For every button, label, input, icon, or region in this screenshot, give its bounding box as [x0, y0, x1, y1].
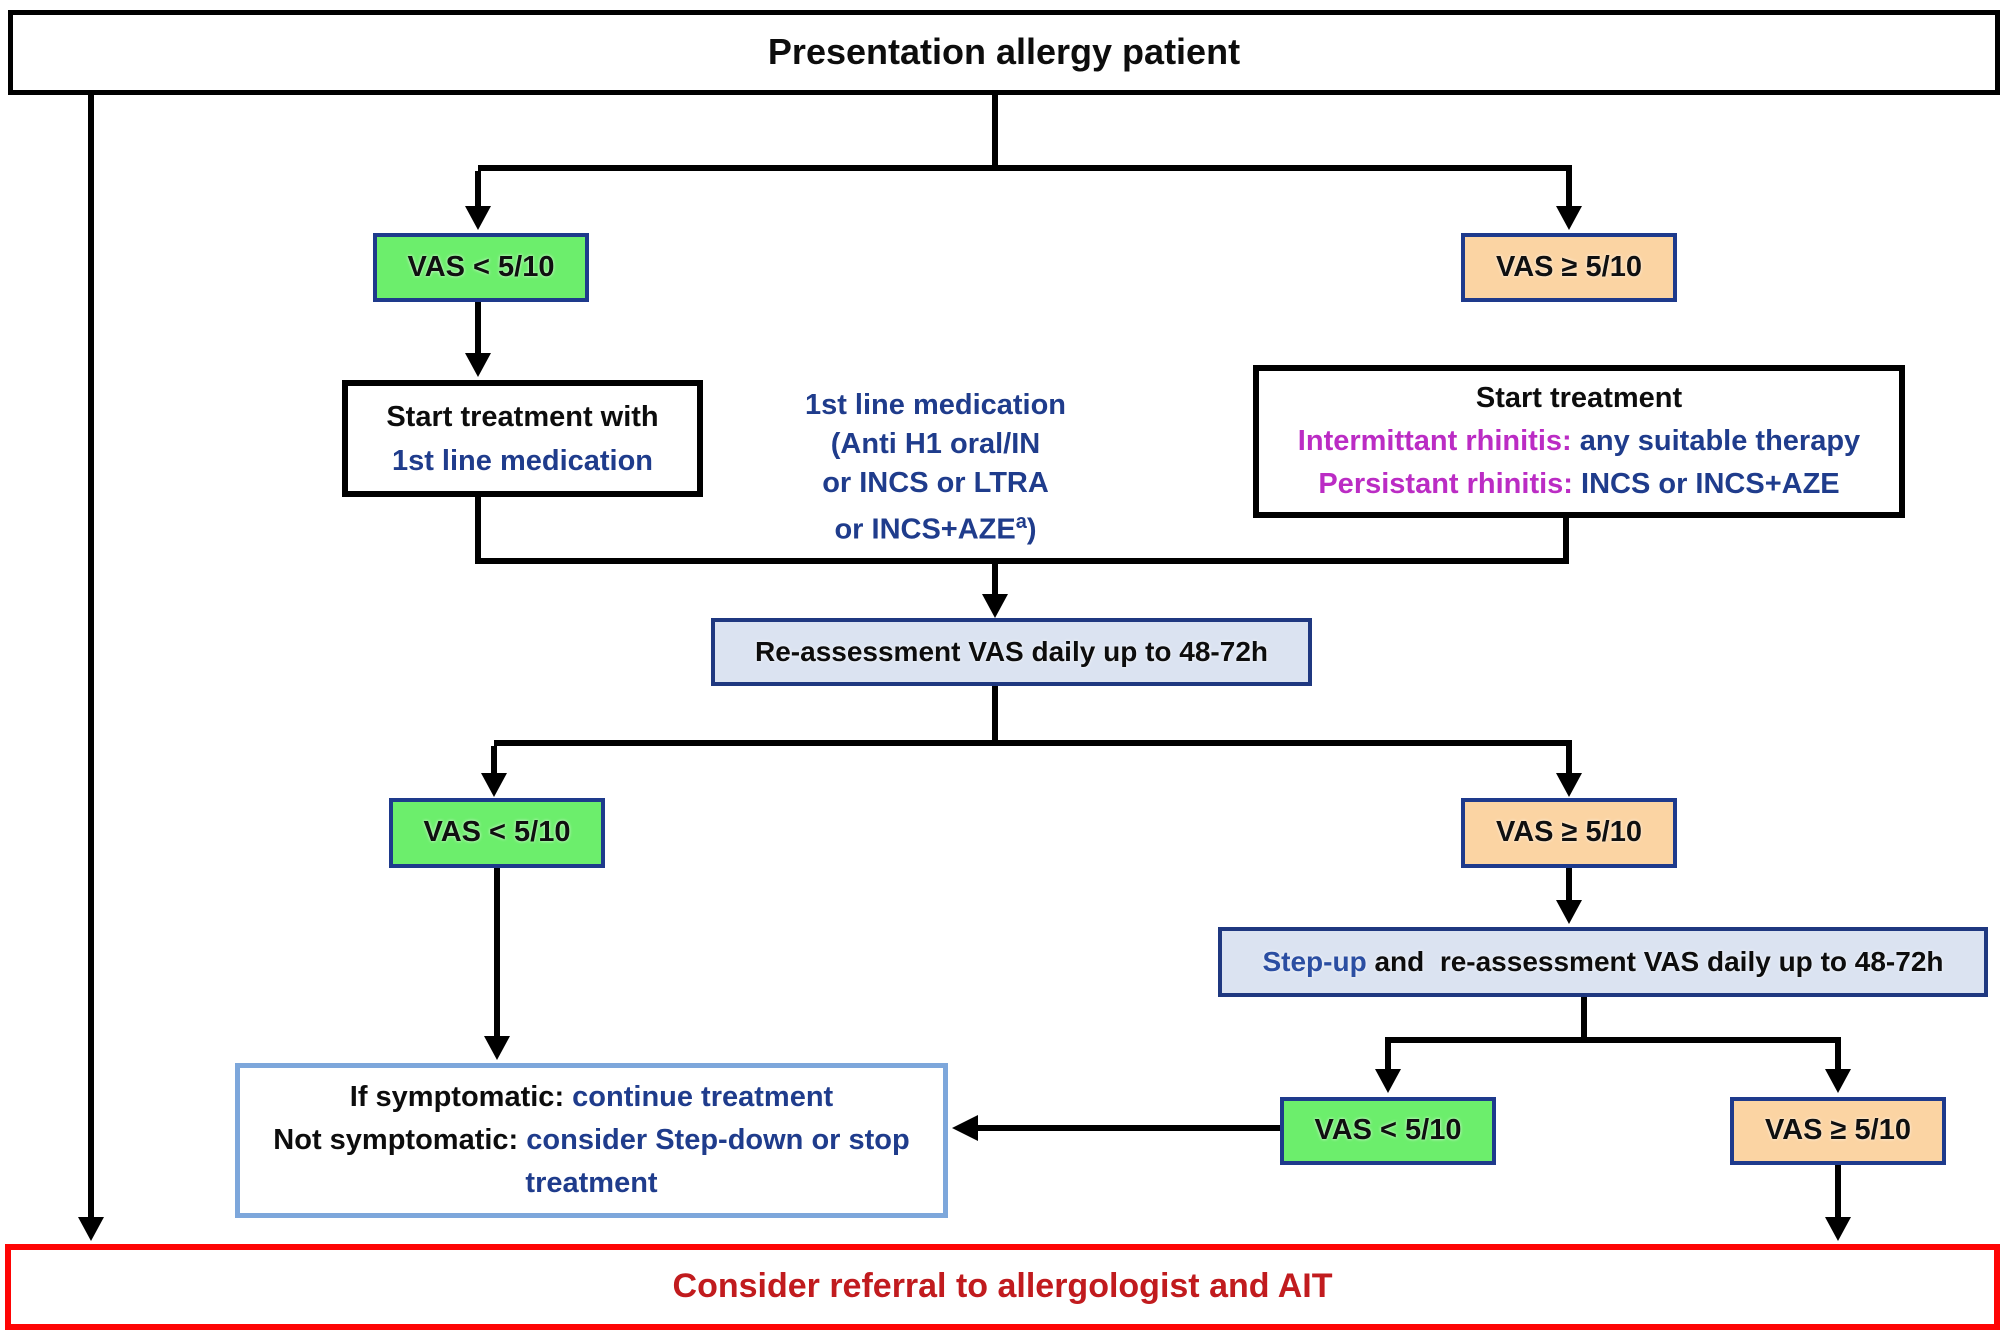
arrowhead-vashigh3-referral: [1825, 1217, 1851, 1241]
connector-vashigh2-stepup: [1566, 868, 1572, 901]
persistent-label: Persistant rhinitis:: [1318, 468, 1573, 500]
arrowhead-to-reassess: [982, 594, 1008, 618]
connector-vaslow2-ifsym: [494, 868, 500, 1036]
startleft-line1: Start treatment with: [386, 400, 659, 433]
connector-merge-bar: [475, 558, 1569, 564]
connector-split2-right-stem: [1566, 746, 1572, 774]
page-title: Presentation allergy patient: [767, 31, 1241, 73]
note-line2: (Anti H1 oral/IN: [830, 428, 1041, 460]
node-vas-high-2: VAS ≥ 5/10: [1461, 798, 1677, 868]
note-line3: or INCS or LTRA: [822, 467, 1049, 499]
connector-merge-stem: [992, 564, 998, 595]
connector-split3-right-stem: [1835, 1043, 1841, 1070]
arrowhead-to-vas-high-2: [1556, 773, 1582, 797]
ifsym-value2: consider Step-down or stop: [518, 1124, 910, 1156]
arrowhead-to-vas-low-3: [1375, 1069, 1401, 1093]
connector-vaslow3-ifsym: [978, 1125, 1280, 1131]
arrowhead-to-startleft: [465, 353, 491, 377]
ifsym-value1: continue treatment: [564, 1081, 834, 1113]
note-line4-main: or INCS+AZE: [834, 513, 1016, 546]
ifsym-line1: If symptomatic: continue treatment: [350, 1076, 833, 1119]
connector-startright-down: [1563, 518, 1569, 564]
connector-stepup-stem: [1581, 997, 1587, 1043]
reassess-label: Re-assessment VAS daily up to 48-72h: [755, 636, 1268, 668]
connector-left-vertical: [88, 95, 94, 1217]
startleft-line2: 1st line medication: [391, 444, 654, 477]
vas-high-label: VAS ≥ 5/10: [1496, 816, 1642, 849]
connector-split1-left-stem: [475, 171, 481, 207]
arrowhead-left-to-referral: [78, 1217, 104, 1241]
connector-vashigh3-referral: [1835, 1165, 1841, 1218]
ifsym-line3: treatment: [525, 1167, 658, 1199]
note-line1: 1st line medication: [804, 389, 1067, 421]
connector-startleft-down: [475, 497, 481, 564]
vas-high-label: VAS ≥ 5/10: [1496, 250, 1642, 283]
node-vas-low-2: VAS < 5/10: [389, 798, 605, 868]
intermittent-value: any suitable therapy: [1571, 425, 1861, 457]
node-start-treatment-left: Start treatment with 1st line medication: [342, 380, 703, 497]
stepup-highlight: Step-up: [1262, 946, 1367, 978]
connector-split2-bar: [494, 740, 1572, 746]
ifsym-label1: If symptomatic:: [349, 1081, 565, 1113]
connector-split1-right-stem: [1566, 171, 1572, 207]
startright-title: Start treatment: [1475, 382, 1683, 414]
vas-high-label: VAS ≥ 5/10: [1765, 1114, 1911, 1147]
node-presentation-patient: Presentation allergy patient: [8, 10, 2000, 95]
referral-label: Consider referral to allergologist and A…: [672, 1267, 1333, 1306]
connector-split2-left-stem: [491, 746, 497, 774]
ifsym-line2: Not symptomatic: consider Step-down or s…: [273, 1119, 909, 1162]
note-line4-superscript: a: [1015, 511, 1027, 533]
arrowhead-to-vas-high-1: [1556, 206, 1582, 230]
stepup-rest: and re-assessment VAS daily up to 48-72h: [1366, 946, 1944, 978]
vas-low-label: VAS < 5/10: [423, 816, 571, 849]
persistent-value: INCS or INCS+AZE: [1572, 468, 1840, 500]
vas-low-label: VAS < 5/10: [407, 250, 555, 283]
connector-reassess-stem: [992, 686, 998, 743]
node-start-treatment-right: Start treatment Intermittant rhinitis: a…: [1253, 365, 1905, 518]
arrowhead-to-stepup: [1556, 900, 1582, 924]
startright-line1: Start treatment: [1476, 377, 1682, 420]
ifsym-label2: Not symptomatic:: [273, 1124, 519, 1156]
connector-split1-bar: [478, 165, 1572, 171]
note-line4: or INCS+AZEa): [733, 503, 1138, 550]
node-vas-high-1: VAS ≥ 5/10: [1461, 233, 1677, 302]
vas-low-label: VAS < 5/10: [1314, 1114, 1462, 1147]
arrowhead-to-vas-low-1: [465, 206, 491, 230]
connector-vaslow1-startleft: [475, 302, 481, 354]
node-vas-low-1: VAS < 5/10: [373, 233, 589, 302]
arrowhead-to-vas-high-3: [1825, 1069, 1851, 1093]
node-stepup: Step-up and re-assessment VAS daily up t…: [1218, 927, 1988, 997]
node-if-symptomatic: If symptomatic: continue treatment Not s…: [235, 1063, 948, 1218]
arrowhead-into-ifsym-right: [952, 1115, 978, 1141]
node-reassessment: Re-assessment VAS daily up to 48-72h: [711, 618, 1312, 686]
intermittent-label: Intermittant rhinitis:: [1297, 425, 1572, 457]
note-first-line-medication: 1st line medication (Anti H1 oral/IN or …: [733, 386, 1138, 550]
note-line4-end: ): [1026, 513, 1037, 546]
arrowhead-to-vas-low-2: [481, 773, 507, 797]
node-vas-high-3: VAS ≥ 5/10: [1730, 1097, 1946, 1165]
node-referral: Consider referral to allergologist and A…: [5, 1244, 2000, 1330]
arrowhead-to-ifsym: [484, 1036, 510, 1060]
node-vas-low-3: VAS < 5/10: [1280, 1097, 1496, 1165]
connector-split3-left-stem: [1385, 1043, 1391, 1070]
startright-line3: Persistant rhinitis: INCS or INCS+AZE: [1318, 463, 1839, 506]
connector-split3-bar: [1385, 1037, 1841, 1043]
startright-line2: Intermittant rhinitis: any suitable ther…: [1298, 420, 1860, 463]
connector-title-stem: [992, 95, 998, 171]
